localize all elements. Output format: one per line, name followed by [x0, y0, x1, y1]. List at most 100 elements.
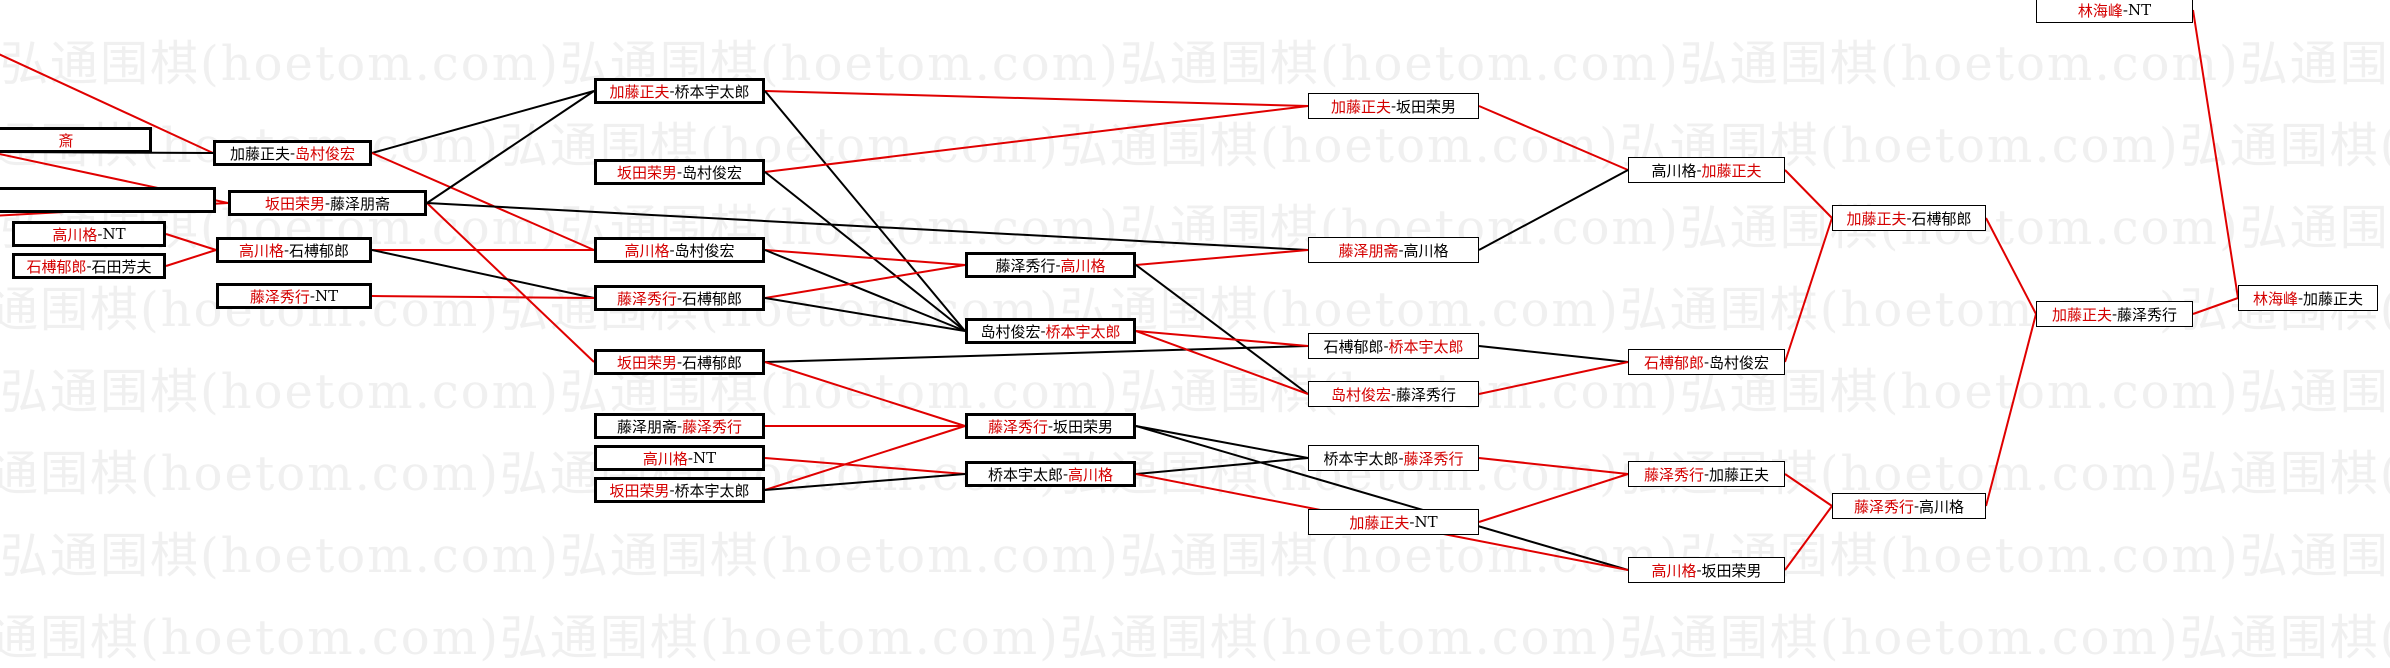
loser-link — [764, 473, 966, 491]
match-box[interactable]: 坂田荣男-岛村俊宏 — [594, 159, 765, 185]
winner-link — [371, 295, 595, 299]
match-box[interactable]: 岛村俊宏-桥本宇太郎 — [965, 318, 1136, 344]
loser-link — [1135, 264, 1309, 395]
match-box[interactable]: 藤泽秀行-坂田荣男 — [965, 413, 1136, 439]
player-a: 藤泽秀行 — [1643, 465, 1704, 484]
match-box[interactable]: 藤泽秀行-高川格 — [1832, 493, 1986, 519]
versus-dash: - — [676, 163, 683, 181]
bracket-lines — [0, 9, 2239, 571]
player-b: 桥本宇太郎 — [1388, 337, 1464, 356]
player-b: 藤泽秀行 — [682, 417, 743, 436]
match-box[interactable]: 林海峰-NT — [2036, 0, 2193, 23]
match-box[interactable]: 石榑郁郎-桥本宇太郎 — [1308, 333, 1479, 359]
match-box[interactable]: 高川格-岛村俊宏 — [594, 237, 765, 263]
player-a: 藤泽朋斋 — [616, 417, 677, 436]
player-a: 坂田荣男 — [264, 194, 325, 213]
player-b: 坂田荣男 — [1053, 417, 1114, 436]
versus-dash: - — [1383, 337, 1389, 355]
player-b: 桥本宇太郎 — [674, 82, 750, 101]
winner-link — [165, 249, 217, 267]
match-box[interactable]: 加藤正夫-桥本宇太郎 — [594, 78, 765, 104]
versus-dash: - — [2122, 1, 2128, 19]
player-b: NT — [102, 225, 126, 243]
winner-link — [764, 425, 966, 491]
match-box[interactable]: 高川格-NT — [12, 221, 166, 247]
match-box[interactable]: 林海峰-加藤正夫 — [2238, 285, 2378, 311]
versus-dash: - — [1047, 417, 1054, 435]
player-b: 石榑郁郎 — [682, 289, 743, 308]
match-box[interactable]: 斎 — [0, 127, 152, 153]
player-b: 坂田荣男 — [1396, 97, 1457, 116]
winner-link — [371, 152, 595, 251]
match-box[interactable]: 藤泽秀行-加藤正夫 — [1628, 461, 1785, 487]
loser-link — [1135, 457, 1309, 475]
player-b: 桥本宇太郎 — [674, 481, 750, 500]
versus-dash: - — [669, 241, 675, 259]
loser-link — [764, 249, 966, 332]
player-b: 加藤正夫 — [1701, 161, 1762, 180]
player-b: 石榑郁郎 — [1911, 209, 1972, 228]
match-box[interactable]: 加藤正夫-岛村俊宏 — [213, 140, 372, 166]
match-box[interactable]: 桥本宇太郎-藤泽秀行 — [1308, 445, 1479, 471]
player-b: 高川格 — [1060, 256, 1106, 275]
winner-link — [1784, 217, 1833, 363]
player-a: 桥本宇太郎 — [987, 465, 1063, 484]
player-b: 岛村俊宏 — [295, 144, 356, 163]
match-box[interactable] — [0, 187, 216, 213]
versus-dash: - — [289, 144, 296, 162]
match-box[interactable]: 坂田荣男-石榑郁郎 — [594, 349, 765, 375]
versus-dash: - — [669, 481, 675, 499]
match-box[interactable]: 石榑郁郎-石田芳夫 — [12, 253, 166, 279]
player-a: 高川格 — [1651, 161, 1697, 180]
match-box[interactable]: 坂田荣男-桥本宇太郎 — [594, 477, 765, 503]
match-box[interactable]: 坂田荣男-藤泽朋斋 — [228, 190, 427, 216]
versus-dash: - — [1390, 385, 1397, 403]
winner-link — [2192, 297, 2239, 315]
winner-link — [1784, 169, 1833, 219]
loser-link — [426, 202, 1309, 251]
player-b: 岛村俊宏 — [682, 163, 743, 182]
winner-link — [764, 249, 966, 266]
winner-link — [1135, 330, 1309, 395]
player-b: 加藤正夫 — [1709, 465, 1770, 484]
player-b: 高川格 — [1403, 241, 1449, 260]
loser-link — [764, 171, 966, 332]
match-box[interactable]: 加藤正夫-藤泽秀行 — [2036, 301, 2193, 327]
match-box[interactable]: 加藤正夫-NT — [1308, 509, 1479, 535]
player-a: 藤泽秀行 — [249, 287, 310, 306]
match-box[interactable]: 桥本宇太郎-高川格 — [965, 461, 1136, 487]
player-a: 加藤正夫 — [1349, 513, 1410, 532]
player-a: 桥本宇太郎 — [1323, 449, 1399, 468]
player-b: 斎 — [58, 131, 74, 150]
winner-link — [426, 202, 595, 363]
player-a: 藤泽秀行 — [616, 289, 677, 308]
versus-dash: - — [669, 82, 675, 100]
loser-link — [1478, 169, 1629, 251]
versus-dash: - — [1040, 322, 1046, 340]
match-box[interactable]: 高川格-加藤正夫 — [1628, 157, 1785, 183]
loser-link — [1135, 425, 1629, 571]
match-box[interactable]: 藤泽朋斋-藤泽秀行 — [594, 413, 765, 439]
versus-dash: - — [1696, 161, 1702, 179]
match-box[interactable]: 岛村俊宏-藤泽秀行 — [1308, 381, 1479, 407]
match-box[interactable]: 藤泽秀行-高川格 — [965, 252, 1136, 278]
match-box[interactable]: 加藤正夫-坂田荣男 — [1308, 93, 1479, 119]
versus-dash: - — [97, 225, 103, 243]
player-b: 石田芳夫 — [91, 257, 152, 276]
match-box[interactable]: 藤泽秀行-石榑郁郎 — [594, 285, 765, 311]
player-b: NT — [314, 287, 339, 305]
loser-link — [764, 90, 966, 332]
match-box[interactable]: 高川格-坂田荣男 — [1628, 557, 1785, 583]
player-a: 坂田荣男 — [616, 163, 677, 182]
match-box[interactable]: 石榑郁郎-岛村俊宏 — [1628, 349, 1785, 375]
match-box[interactable]: 加藤正夫-石榑郁郎 — [1832, 205, 1986, 231]
match-box[interactable]: 高川格-石榑郁郎 — [216, 237, 372, 263]
match-box[interactable]: 藤泽秀行-NT — [216, 283, 372, 309]
player-a: 高川格 — [52, 225, 98, 244]
player-b: 桥本宇太郎 — [1045, 322, 1121, 341]
match-box[interactable]: 藤泽朋斋-高川格 — [1308, 237, 1479, 263]
versus-dash: - — [86, 257, 92, 275]
player-b: 岛村俊宏 — [1709, 353, 1770, 372]
match-box[interactable]: 高川格-NT — [594, 445, 765, 471]
player-a: 高川格 — [624, 241, 670, 260]
